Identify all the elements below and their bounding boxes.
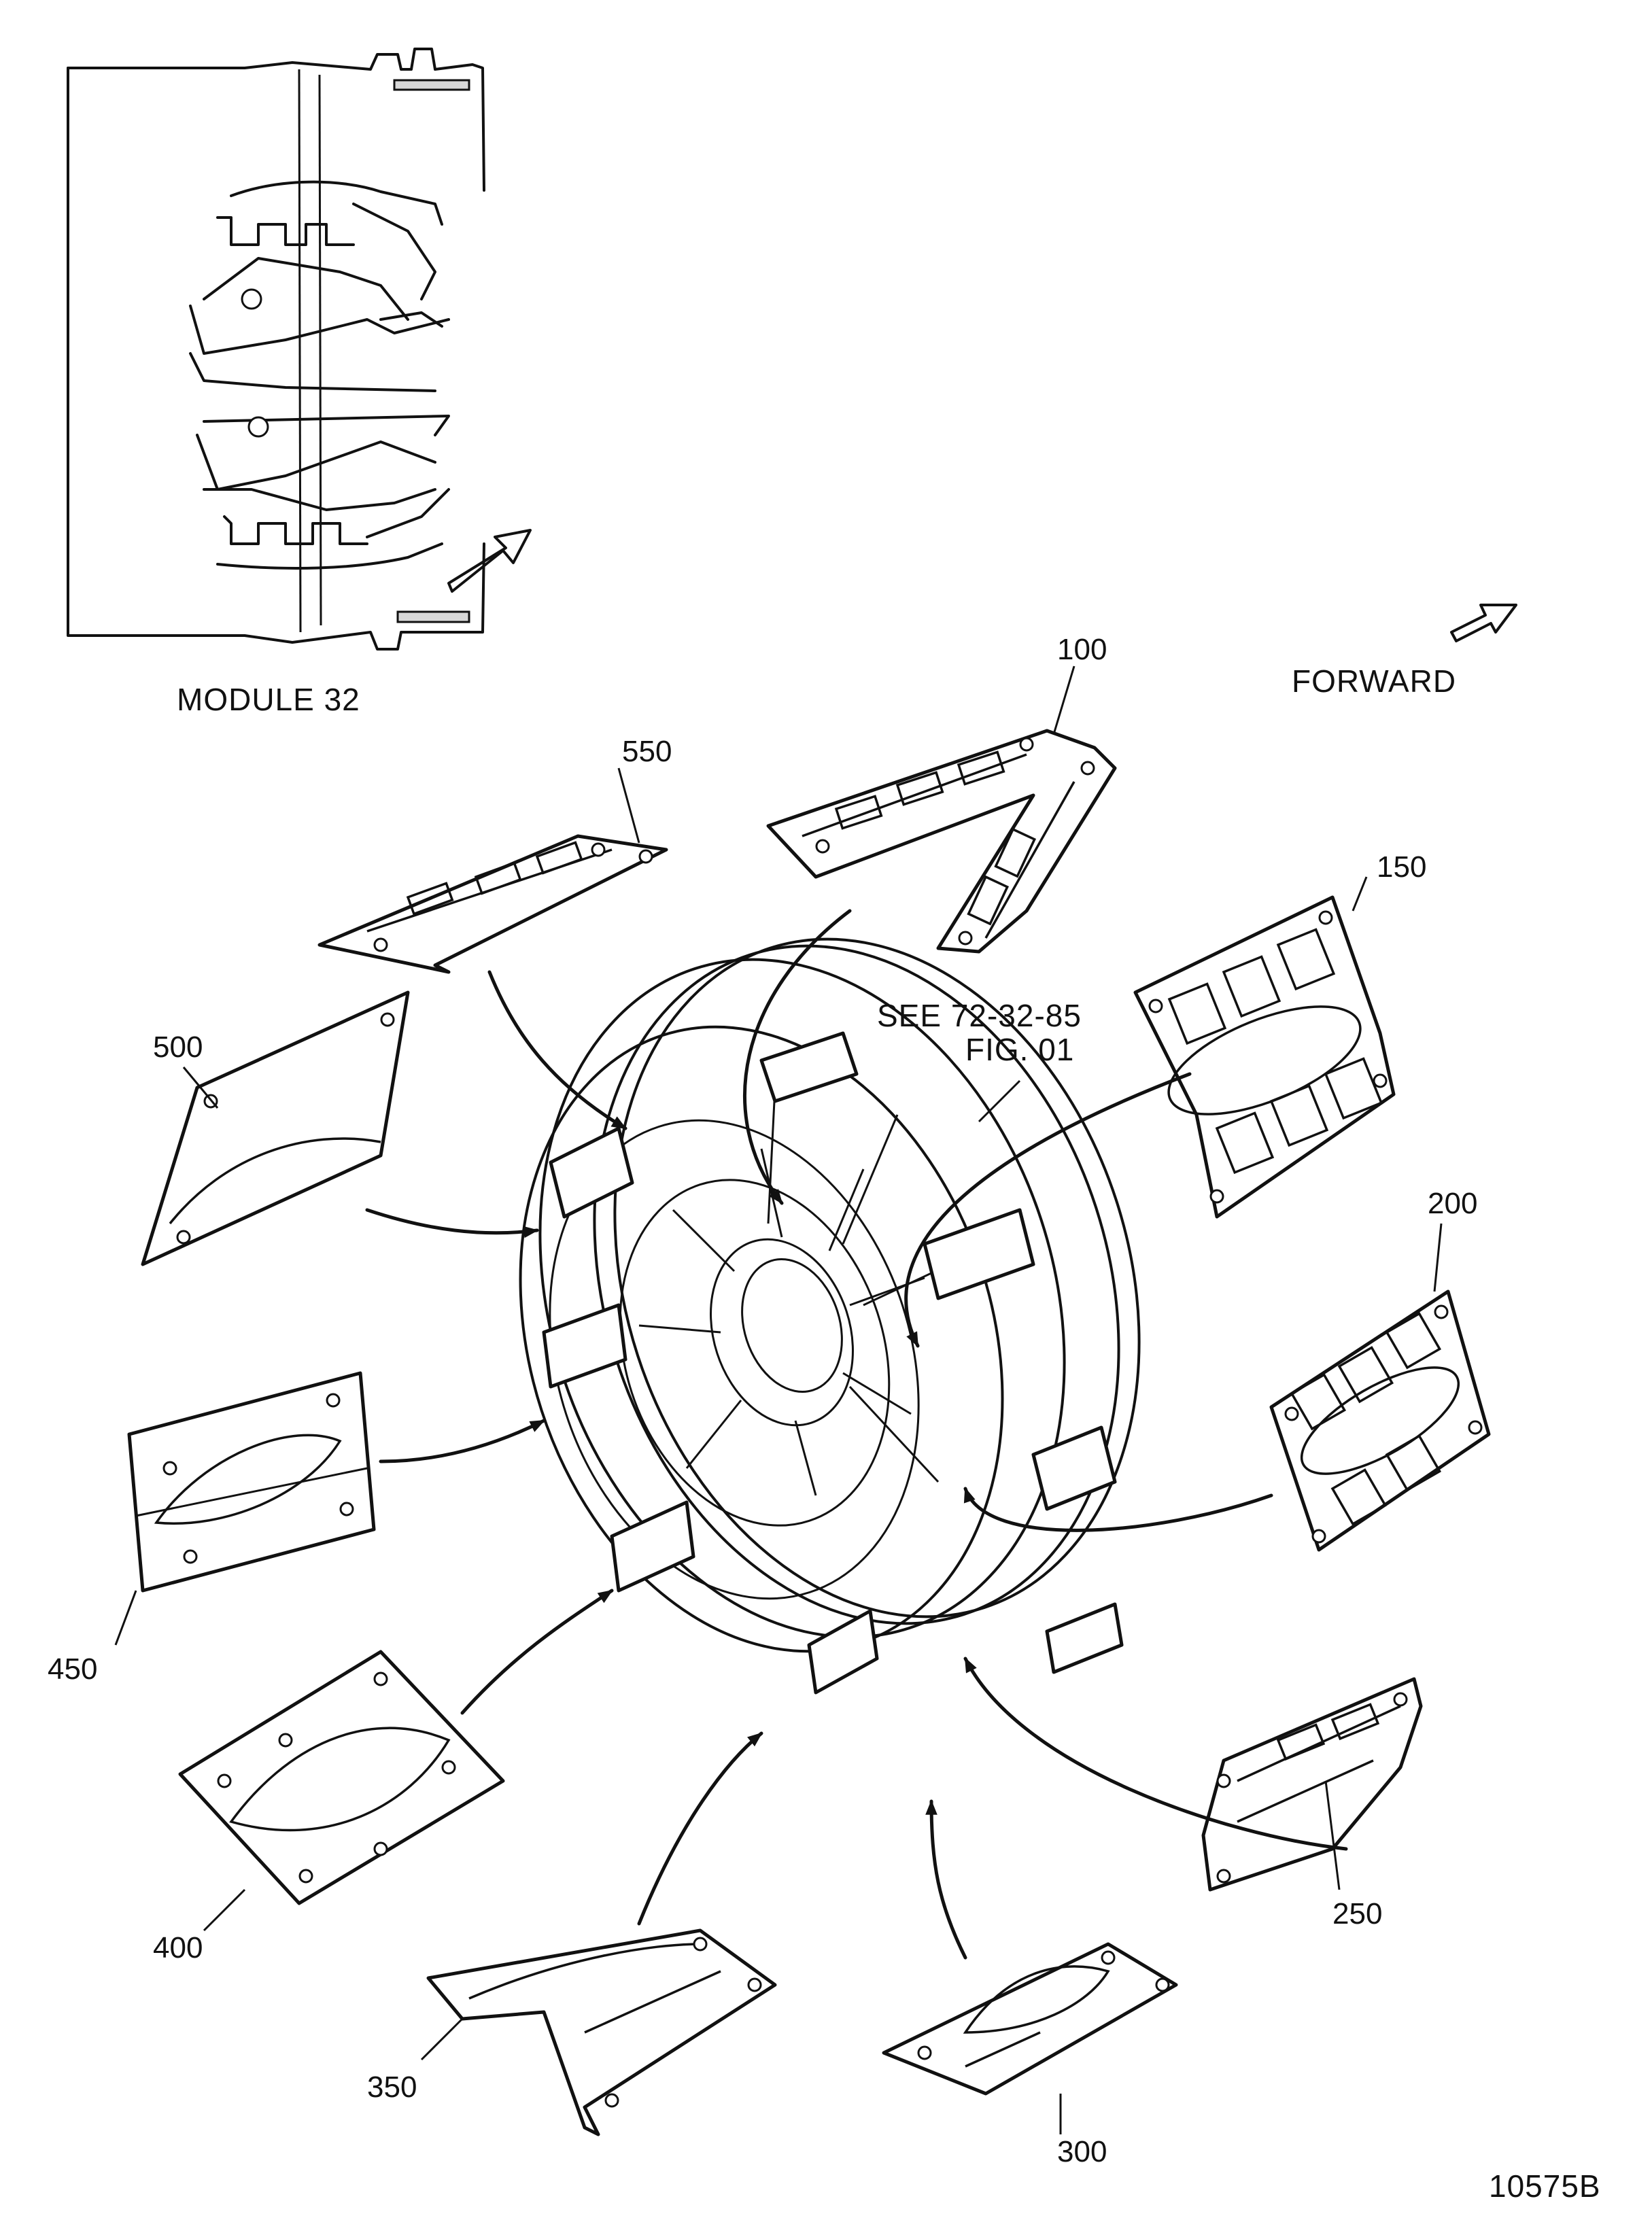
part-300 [882, 1942, 1178, 2096]
forward-label: FORWARD [1292, 663, 1456, 699]
part-350 [426, 1928, 777, 2136]
leader-lines [114, 665, 1443, 2134]
text-labels: MODULE 32 FORWARD SEE 72-32-85 FIG. 01 1… [48, 633, 1601, 2204]
installation-arrows [365, 909, 1348, 1960]
forward-arrow-icon [1450, 604, 1517, 642]
part-250 [1201, 1677, 1423, 1892]
part-500 [141, 990, 410, 1266]
part-label-150: 150 [1377, 850, 1426, 884]
part-label-500: 500 [153, 1030, 203, 1064]
reference-note-line2: FIG. 01 [965, 1032, 1074, 1067]
part-label-350: 350 [367, 2070, 417, 2104]
part-label-450: 450 [48, 1652, 97, 1686]
module-outline [67, 48, 485, 651]
part-label-100: 100 [1057, 633, 1107, 666]
part-400 [178, 1650, 505, 1905]
module-32-inset [67, 48, 532, 651]
part-550 [317, 834, 668, 974]
reference-note-line1: SEE 72-32-85 [877, 998, 1082, 1033]
part-200 [1269, 1289, 1491, 1552]
central-ring-assembly [519, 937, 1141, 1695]
segment-slots [542, 1031, 1124, 1695]
view-direction-arrow [447, 529, 532, 593]
part-label-400: 400 [153, 1931, 203, 1964]
part-450 [127, 1371, 376, 1593]
figure-number: 10575B [1489, 2168, 1601, 2204]
lower-turbine-section [196, 415, 450, 570]
part-label-250: 250 [1332, 1897, 1382, 1930]
part-100 [766, 729, 1117, 954]
part-label-550: 550 [622, 735, 672, 768]
part-150 [1133, 895, 1396, 1219]
part-label-300: 300 [1057, 2135, 1107, 2168]
part-label-200: 200 [1428, 1187, 1477, 1220]
module-caption: MODULE 32 [177, 682, 360, 717]
vane-spokes [638, 1087, 980, 1496]
upper-turbine-section [189, 180, 450, 392]
